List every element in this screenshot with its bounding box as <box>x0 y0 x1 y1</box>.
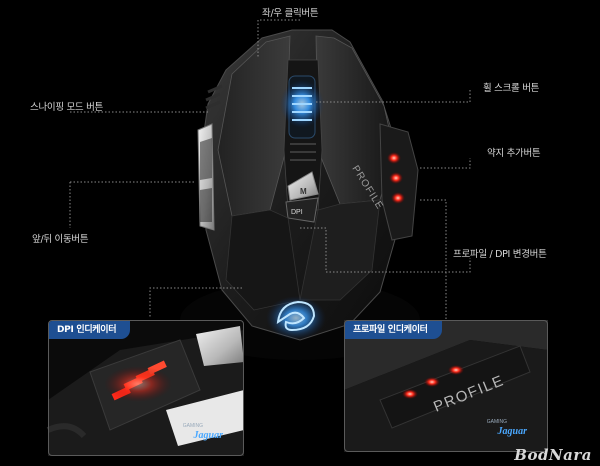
callout-wheel-scroll: 휠 스크롤 버튼 <box>483 83 540 94</box>
dpi-indicator-inset: DPI 인디케이터 GAMING Jaguar <box>48 320 244 456</box>
dpi-indicator-tag: DPI 인디케이터 <box>49 321 131 339</box>
callout-left-right-click: 좌/우 클릭버튼 <box>262 8 319 19</box>
dpi-brand-script: Jaguar <box>193 430 223 441</box>
dpi-inset-art <box>46 320 244 456</box>
profile-brand-script: Jaguar <box>497 426 527 437</box>
profile-indicator-inset: 프로파일 인디케이터 GAMING Jaguar <box>344 320 548 452</box>
bodnara-watermark: BodNara <box>514 446 592 464</box>
profile-brand-small: GAMING <box>486 419 507 425</box>
mouse-dpi-label: DPI <box>291 209 303 216</box>
profile-inset-art <box>344 320 548 452</box>
callout-sniping-mode: 스나이핑 모드 버튼 <box>30 102 103 113</box>
callout-lines <box>69 19 471 326</box>
profile-indicator-tag: 프로파일 인디케이터 <box>345 321 442 339</box>
mouse-m-label: M <box>300 187 307 196</box>
callout-profile-dpi: 프로파일 / DPI 변경버튼 <box>453 249 547 260</box>
dpi-brand-small: GAMING <box>182 423 203 429</box>
callout-back-forward: 앞/뒤 이동버튼 <box>32 234 89 245</box>
mouse-body <box>180 29 420 360</box>
callout-thumb-add: 약지 추가버튼 <box>487 148 541 159</box>
